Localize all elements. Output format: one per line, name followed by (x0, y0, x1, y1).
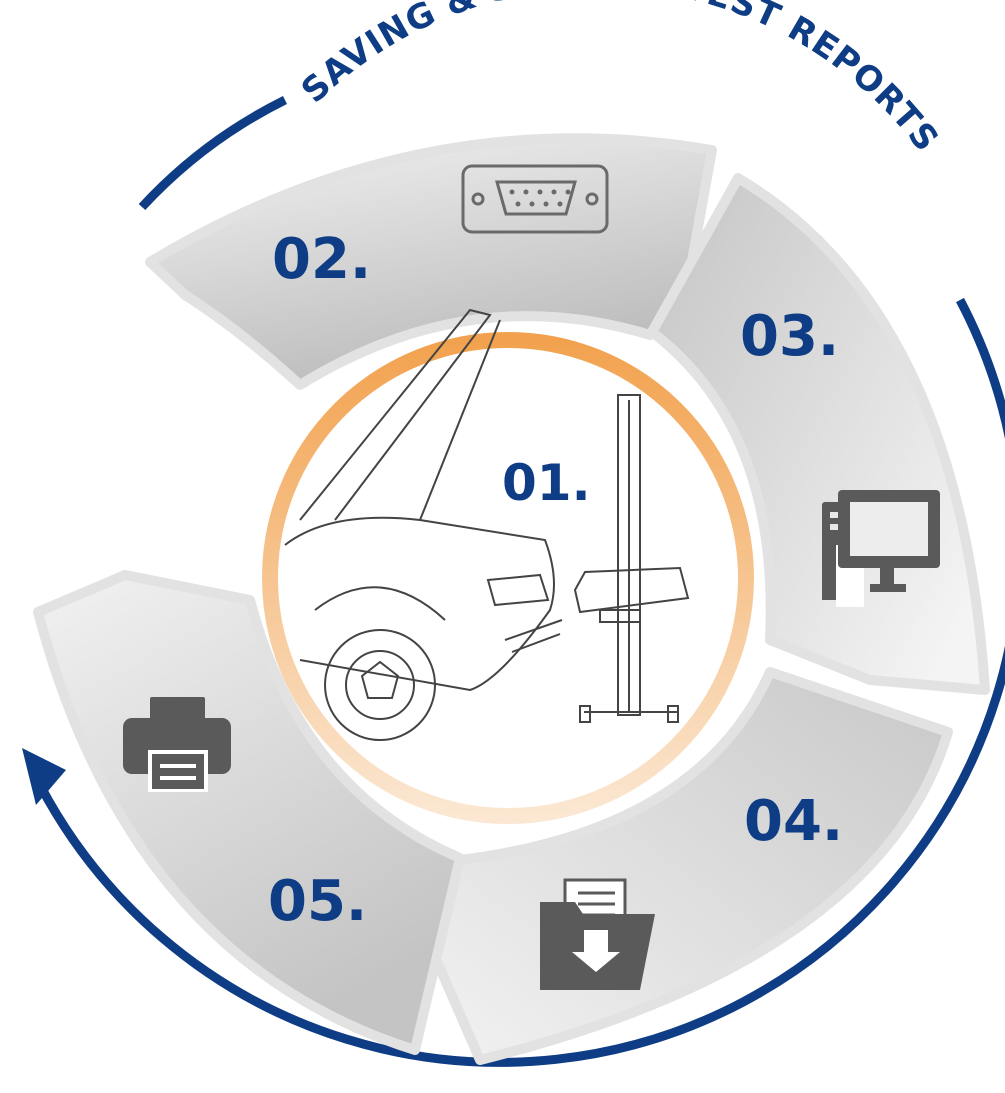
step-05-segment (33, 570, 465, 1055)
step-01-label: 01. (502, 454, 591, 512)
car-headlight-tester-illustration (284, 308, 690, 741)
step-05-label: 05. (268, 869, 367, 934)
serial-port-connector-icon (461, 164, 609, 234)
center-ring (262, 332, 754, 824)
folder-download-icon (540, 878, 655, 990)
step-01-center: 01. (262, 308, 754, 824)
cycle-arrowhead (22, 748, 66, 805)
step-03-label: 03. (740, 304, 839, 369)
printer-icon (123, 697, 231, 792)
desktop-computer-icon (822, 490, 940, 607)
step-02-label: 02. (272, 227, 371, 292)
cycle-arc (22, 95, 1005, 1067)
step-04-label: 04. (744, 789, 843, 854)
